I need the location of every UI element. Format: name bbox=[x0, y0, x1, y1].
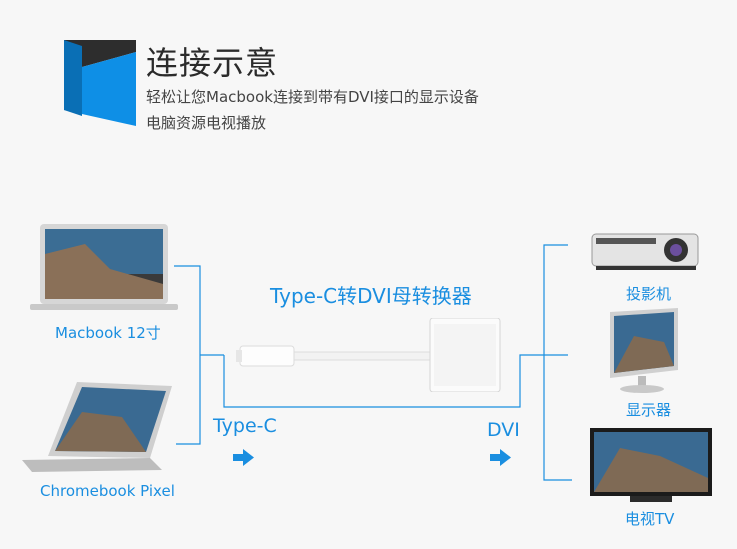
target-label-monitor: 显示器 bbox=[626, 401, 672, 419]
target-label-tv: 电视TV bbox=[625, 510, 675, 528]
brand-flag-icon bbox=[64, 40, 136, 126]
typec-dvi-adapter bbox=[236, 318, 501, 392]
port-label-input: Type-C bbox=[213, 415, 277, 437]
tv-icon bbox=[590, 428, 712, 502]
subtitle-line-1: 轻松让您Macbook连接到带有DVI接口的显示设备 bbox=[146, 88, 479, 106]
source-label-macbook: Macbook 12寸 bbox=[55, 324, 161, 342]
adapter-label: Type-C转DVI母转换器 bbox=[270, 284, 472, 308]
target-label-projector: 投影机 bbox=[626, 285, 672, 303]
macbook-laptop-icon bbox=[30, 224, 178, 310]
source-label-chromebook: Chromebook Pixel bbox=[40, 482, 175, 500]
subtitle-line-2: 电脑资源电视播放 bbox=[146, 114, 267, 132]
projector-icon bbox=[591, 233, 699, 270]
port-label-output: DVI bbox=[487, 419, 520, 441]
chromebook-laptop-icon bbox=[22, 382, 172, 472]
monitor-icon bbox=[610, 308, 678, 393]
page-title: 连接示意 bbox=[146, 44, 279, 82]
